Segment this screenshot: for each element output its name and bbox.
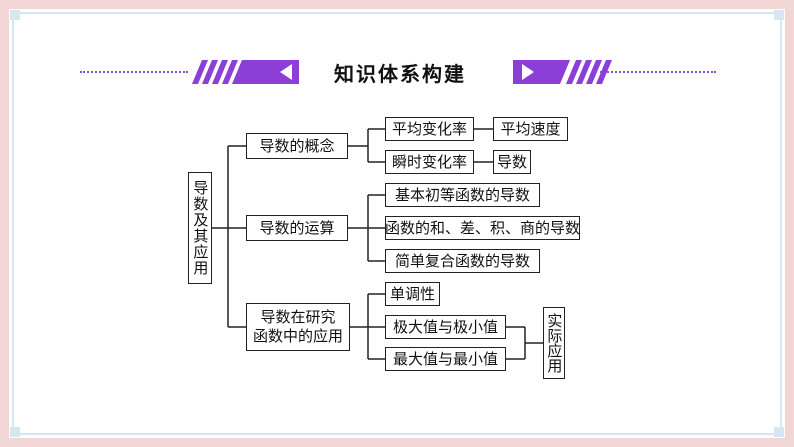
branch-applications-label-1: 导数在研究 (260, 308, 336, 327)
node-basic-derivatives: 基本初等函数的导数 (385, 183, 540, 207)
branch-operations-label: 导数的运算 (259, 218, 335, 237)
left-banner-icon (192, 60, 299, 84)
node-composite-derivatives: 简单复合函数的导数 (385, 249, 540, 273)
branch-concept: 导数的概念 (246, 133, 348, 159)
corner-mark (774, 427, 784, 437)
node-monotonicity: 单调性 (385, 282, 440, 306)
leaf-average-speed-label: 平均速度 (500, 119, 561, 138)
root-node: 导数及其应用 (188, 172, 212, 284)
dotted-line-right (600, 71, 716, 73)
dotted-line-left (80, 71, 188, 73)
leaf-practical-application-label: 实际应用 (545, 313, 564, 373)
node-arithmetic-derivatives-label: 函数的和、差、积、商的导数 (385, 218, 581, 237)
node-instant-rate-label: 瞬时变化率 (391, 152, 467, 171)
node-arithmetic-derivatives: 函数的和、差、积、商的导数 (385, 216, 580, 240)
corner-mark (774, 10, 784, 20)
node-monotonicity-label: 单调性 (389, 284, 435, 303)
branch-applications-label-2: 函数中的应用 (252, 327, 343, 345)
node-average-rate-label: 平均变化率 (391, 119, 467, 138)
node-max-min-label: 最大值与最小值 (392, 349, 498, 368)
corner-mark (10, 10, 20, 20)
node-basic-derivatives-label: 基本初等函数的导数 (394, 185, 530, 204)
leaf-derivative: 导数 (493, 150, 531, 174)
node-max-min: 最大值与最小值 (385, 347, 506, 371)
node-average-rate: 平均变化率 (385, 117, 474, 141)
section-title: 知识体系构建 (334, 62, 466, 86)
leaf-average-speed: 平均速度 (493, 117, 568, 141)
branch-concept-label: 导数的概念 (259, 136, 335, 155)
node-extrema: 极大值与极小值 (385, 315, 506, 339)
node-instant-rate: 瞬时变化率 (385, 150, 474, 174)
node-composite-derivatives-label: 简单复合函数的导数 (394, 251, 530, 270)
corner-mark (10, 427, 20, 437)
branch-operations: 导数的运算 (246, 215, 348, 241)
right-banner-icon (513, 60, 612, 84)
section-header: 知识体系构建 (0, 0, 794, 100)
leaf-practical-application: 实际应用 (543, 307, 565, 379)
root-label: 导数及其应用 (191, 180, 210, 276)
branch-applications: 导数在研究 函数中的应用 (246, 303, 350, 351)
node-extrema-label: 极大值与极小值 (392, 317, 498, 336)
leaf-derivative-label: 导数 (496, 152, 527, 171)
header-decoration (192, 60, 612, 84)
